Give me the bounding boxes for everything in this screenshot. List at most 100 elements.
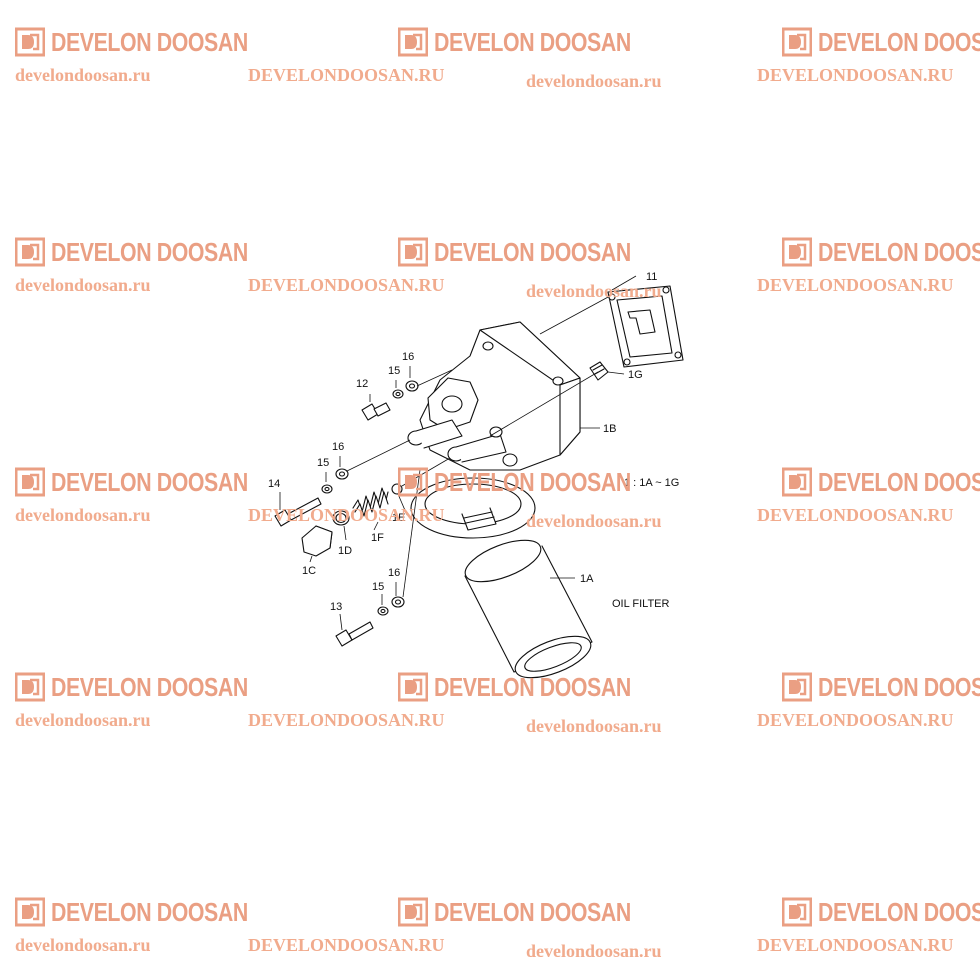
watermark-url: DEVELONDOOSAN.RU	[248, 505, 445, 525]
watermark: DEVELON DOOSAN DEVELONDOOSAN.RU	[248, 670, 631, 731]
watermark: DEVELON DOOSAN DEVELONDOOSAN.RU	[248, 25, 631, 86]
watermark-logo: DEVELON DOOSAN	[782, 235, 980, 269]
watermark: DEVELON DOOSAN develondoosan.ru	[15, 670, 248, 731]
label-13: 13	[330, 601, 342, 613]
watermark: DEVELON DOOSAN DEVELONDOOSAN.RU	[757, 670, 980, 731]
watermark-url: develondoosan.ru	[526, 281, 662, 301]
label-16-middle: 16	[332, 441, 344, 453]
label-1B: 1B	[603, 423, 616, 435]
watermark-logo: DEVELON DOOSAN	[782, 25, 980, 59]
develon-logo-icon	[398, 237, 428, 267]
watermark: DEVELON DOOSAN develondoosan.ru	[15, 465, 248, 526]
watermark: DEVELON DOOSAN DEVELONDOOSAN.RU	[248, 895, 631, 956]
part-15-lockwasher-middle	[321, 484, 333, 494]
develon-logo-icon	[782, 27, 812, 57]
scale-note: 1 : 1A ~ 1G	[624, 477, 679, 489]
part-1D-o-ring	[332, 510, 350, 526]
label-16-upper: 16	[402, 351, 414, 363]
develon-logo-icon	[398, 672, 428, 702]
watermark-brand: DEVELON DOOSAN	[51, 897, 248, 927]
watermark-logo: DEVELON DOOSAN	[782, 465, 980, 499]
watermark: DEVELON DOOSAN DEVELONDOOSAN.RU	[248, 465, 631, 526]
watermark: DEVELON DOOSAN develondoosan.ru	[15, 25, 248, 86]
label-1F: 1F	[371, 532, 384, 544]
watermark-url: develondoosan.ru	[526, 716, 662, 736]
watermark-brand: DEVELON DOOSAN	[51, 237, 248, 267]
develon-logo-icon	[782, 672, 812, 702]
label-11: 11	[646, 271, 657, 283]
label-1C: 1C	[302, 565, 316, 577]
label-15-lower: 15	[372, 581, 384, 593]
watermark-brand: DEVELON DOOSAN	[51, 467, 248, 497]
part-16-washer-upper	[405, 380, 419, 392]
watermark-url: DEVELONDOOSAN.RU	[248, 710, 445, 730]
part-labels: 11 1G 1B 16 15 12 16 15 14 1E 1F 1D 1C 1…	[268, 271, 679, 613]
part-16-washer-lower	[391, 596, 405, 608]
part-13-bolt	[335, 621, 374, 647]
watermark-brand: DEVELON DOOSAN	[51, 27, 248, 57]
develon-logo-icon	[15, 237, 45, 267]
watermark-url: DEVELONDOOSAN.RU	[757, 935, 954, 955]
part-1C-plug-bolt	[301, 525, 333, 557]
develon-logo-icon	[782, 897, 812, 927]
label-1G: 1G	[628, 369, 643, 381]
watermark-logo: DEVELON DOOSAN	[782, 895, 980, 929]
part-16-washer-middle	[335, 468, 349, 480]
develon-logo-icon	[15, 897, 45, 927]
watermark-url: develondoosan.ru	[526, 71, 662, 91]
watermark-logo: DEVELON DOOSAN	[15, 465, 248, 499]
part-15-lockwasher-lower	[377, 606, 389, 616]
watermark-url: DEVELONDOOSAN.RU	[757, 65, 954, 85]
watermark: DEVELON DOOSAN develondoosan.ru	[15, 895, 248, 956]
part-14-long-bolt	[274, 497, 322, 527]
watermark-url: DEVELONDOOSAN.RU	[248, 65, 445, 85]
watermark-url: develondoosan.ru	[15, 275, 151, 295]
part-1F-spring	[352, 487, 389, 517]
watermark-url: develondoosan.ru	[15, 65, 151, 85]
part-12-bolt	[361, 402, 391, 421]
label-15-middle: 15	[317, 457, 329, 469]
develon-logo-icon	[782, 237, 812, 267]
watermark-brand: DEVELON DOOSAN	[434, 27, 631, 57]
watermark-brand: DEVELON DOOSAN	[818, 897, 980, 927]
watermark-brand: DEVELON DOOSAN	[818, 237, 980, 267]
label-14: 14	[268, 478, 280, 490]
label-1A: 1A	[580, 573, 594, 585]
watermark-logo: DEVELON DOOSAN	[15, 895, 248, 929]
watermark: DEVELON DOOSAN develondoosan.ru	[15, 235, 248, 296]
watermark-logo: DEVELON DOOSAN	[15, 25, 248, 59]
watermark: DEVELON DOOSAN DEVELONDOOSAN.RU	[757, 235, 980, 296]
watermark-url: develondoosan.ru	[15, 710, 151, 730]
watermark-brand: DEVELON DOOSAN	[434, 467, 631, 497]
watermark-brand: DEVELON DOOSAN	[818, 467, 980, 497]
develon-logo-icon	[782, 467, 812, 497]
develon-logo-icon	[398, 897, 428, 927]
watermark-logo: DEVELON DOOSAN	[15, 235, 248, 269]
watermark-url: develondoosan.ru	[526, 941, 662, 961]
watermark-url: develondoosan.ru	[15, 505, 151, 525]
label-15-upper: 15	[388, 365, 400, 377]
watermark-url: DEVELONDOOSAN.RU	[248, 935, 445, 955]
label-1D: 1D	[338, 545, 352, 557]
watermark-logo: DEVELON DOOSAN	[398, 465, 631, 499]
watermark-url: develondoosan.ru	[15, 935, 151, 955]
develon-logo-icon	[15, 467, 45, 497]
watermark-logo: DEVELON DOOSAN	[398, 895, 631, 929]
watermark-brand: DEVELON DOOSAN	[818, 672, 980, 702]
watermark-logo: DEVELON DOOSAN	[398, 25, 631, 59]
watermark: DEVELON DOOSAN DEVELONDOOSAN.RU	[248, 235, 631, 296]
watermark-logo: DEVELON DOOSAN	[398, 235, 631, 269]
part-1A-filter-cartridge	[464, 539, 593, 679]
watermark-brand: DEVELON DOOSAN	[434, 237, 631, 267]
watermark-url: DEVELONDOOSAN.RU	[757, 505, 954, 525]
label-1E: 1E	[392, 512, 405, 524]
watermark-logo: DEVELON DOOSAN	[398, 670, 631, 704]
part-1B-filter-head	[407, 321, 581, 539]
part-1G-plug	[589, 361, 609, 381]
label-16-lower: 16	[388, 567, 400, 579]
develon-logo-icon	[398, 467, 428, 497]
watermark: DEVELON DOOSAN DEVELONDOOSAN.RU	[757, 25, 980, 86]
watermark-logo: DEVELON DOOSAN	[15, 670, 248, 704]
watermark-logo: DEVELON DOOSAN	[782, 670, 980, 704]
